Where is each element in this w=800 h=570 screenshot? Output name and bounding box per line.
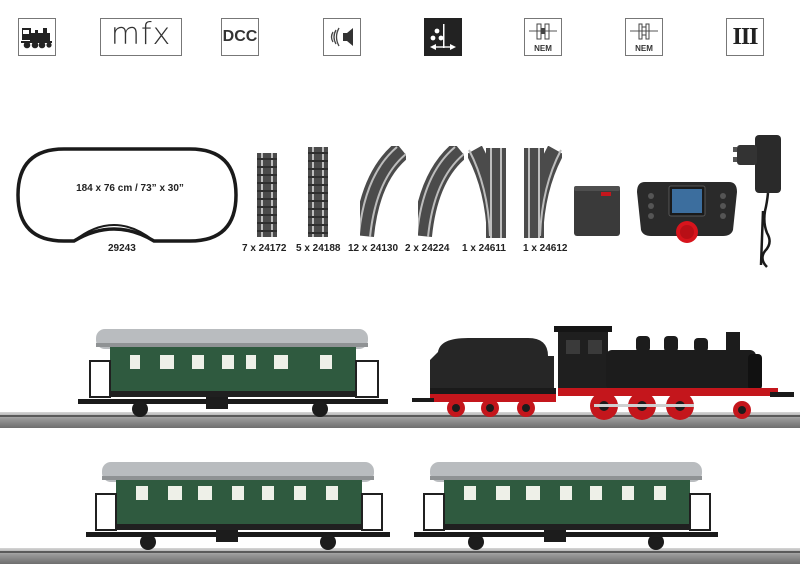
- track-label-24224: 2 x 24224: [405, 243, 450, 254]
- epoch-text: III: [732, 23, 758, 50]
- steam-locomotive-icon: [18, 18, 56, 56]
- curved-track-piece-2: [418, 146, 464, 238]
- nem-coupler-icon-1: NEM: [524, 18, 562, 56]
- mfx-logo-text: mfx: [110, 17, 172, 52]
- sound-icon: [323, 18, 361, 56]
- rail-bed-lower: [0, 548, 800, 564]
- dcc-logo: DCC: [221, 18, 259, 56]
- passenger-coach-lower-right: [414, 462, 718, 550]
- passenger-coach-lower-left: [86, 462, 390, 550]
- power-supply: [733, 135, 781, 268]
- nem-label-2: NEM: [635, 44, 653, 53]
- mobile-station-controller: [637, 182, 737, 243]
- left-turnout-piece: [468, 146, 506, 238]
- track-label-24130: 12 x 24130: [348, 243, 399, 254]
- connector-box: [574, 186, 620, 236]
- track-set-number: 29243: [108, 243, 136, 254]
- straight-track-piece-long: [308, 147, 328, 237]
- nem-label-1: NEM: [534, 44, 552, 53]
- right-turnout-piece: [524, 146, 562, 238]
- lighting-icon: [424, 18, 462, 56]
- track-dimensions: 184 x 76 cm / 73” x 30”: [76, 183, 184, 194]
- feature-icon-row: mfx DCC NEM: [0, 18, 800, 58]
- straight-track-piece: [257, 153, 277, 237]
- nem-coupler-icon-2: NEM: [625, 18, 663, 56]
- epoch-icon: III: [726, 18, 764, 56]
- steam-locomotive: [412, 326, 794, 420]
- track-label-24611: 1 x 24611: [462, 243, 506, 254]
- dcc-logo-text: DCC: [222, 28, 258, 45]
- track-oval-diagram: [16, 147, 238, 243]
- track-label-24172: 7 x 24172: [242, 243, 287, 254]
- passenger-coach-upper: [78, 329, 388, 417]
- mfx-logo: mfx: [100, 18, 182, 56]
- track-label-24188: 5 x 24188: [296, 243, 341, 254]
- track-label-24612: 1 x 24612: [523, 243, 568, 254]
- curved-track-piece: [360, 146, 406, 238]
